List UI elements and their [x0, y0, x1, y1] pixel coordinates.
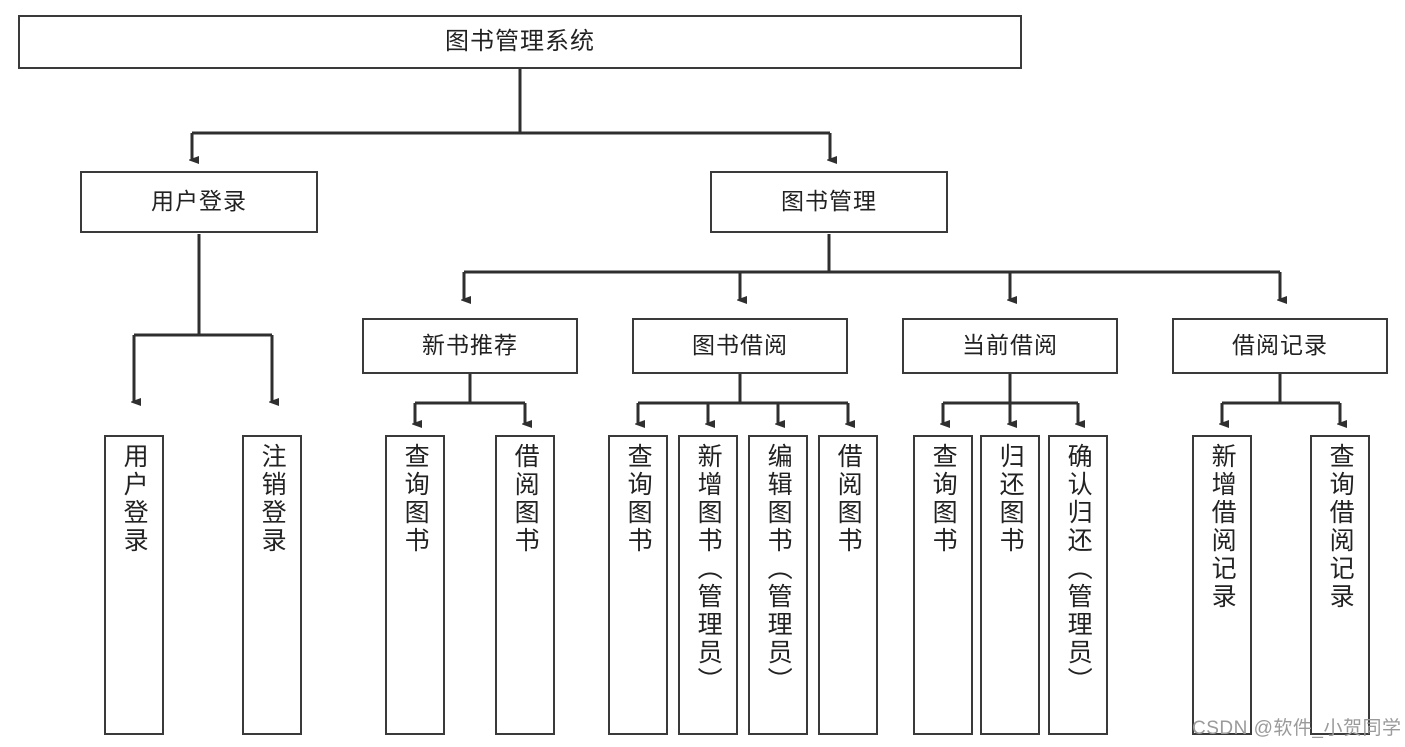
node-borrow-record[interactable]: 借阅记录: [1172, 318, 1388, 374]
node-book-borrow[interactable]: 图书借阅: [632, 318, 848, 374]
node-label: 归还图书: [996, 443, 1025, 555]
node-leaf-borrow-book-recommend[interactable]: 借阅图书: [495, 435, 555, 735]
node-label: 新书推荐: [422, 332, 518, 359]
node-label: 查询图书: [401, 443, 430, 555]
node-leaf-add-borrow-record[interactable]: 新增借阅记录: [1192, 435, 1252, 735]
node-leaf-return-book[interactable]: 归还图书: [980, 435, 1040, 735]
node-label: 图书借阅: [692, 332, 788, 359]
node-leaf-query-book-current[interactable]: 查询图书: [913, 435, 973, 735]
node-label: 新增图书（管理员）: [694, 443, 723, 695]
node-current-borrow[interactable]: 当前借阅: [902, 318, 1118, 374]
node-leaf-add-book-admin[interactable]: 新增图书（管理员）: [678, 435, 738, 735]
node-label: 当前借阅: [962, 332, 1058, 359]
node-label: 用户登录: [151, 188, 247, 215]
node-label: 新增借阅记录: [1208, 443, 1237, 611]
node-leaf-confirm-return-admin[interactable]: 确认归还（管理员）: [1048, 435, 1108, 735]
node-label: 查询图书: [624, 443, 653, 555]
node-label: 注销登录: [258, 443, 287, 555]
node-label: 借阅图书: [834, 443, 863, 555]
csdn-watermark: CSDN @软件_小贺同学: [1192, 718, 1402, 739]
node-label: 图书管理系统: [445, 27, 595, 55]
node-leaf-query-book-recommend[interactable]: 查询图书: [385, 435, 445, 735]
node-label: 借阅图书: [511, 443, 540, 555]
node-root-book-management-system[interactable]: 图书管理系统: [18, 15, 1022, 69]
node-label: 借阅记录: [1232, 332, 1328, 359]
node-leaf-query-book-borrow[interactable]: 查询图书: [608, 435, 668, 735]
node-leaf-edit-book-admin[interactable]: 编辑图书（管理员）: [748, 435, 808, 735]
node-book-management[interactable]: 图书管理: [710, 171, 948, 233]
node-leaf-logout[interactable]: 注销登录: [242, 435, 302, 735]
node-leaf-query-borrow-record[interactable]: 查询借阅记录: [1310, 435, 1370, 735]
node-leaf-borrow-book[interactable]: 借阅图书: [818, 435, 878, 735]
node-leaf-user-login[interactable]: 用户登录: [104, 435, 164, 735]
node-label: 查询借阅记录: [1326, 443, 1355, 611]
node-user-login[interactable]: 用户登录: [80, 171, 318, 233]
node-label: 图书管理: [781, 188, 877, 215]
node-label: 编辑图书（管理员）: [764, 443, 793, 695]
node-label: 确认归还（管理员）: [1064, 443, 1093, 695]
node-label: 用户登录: [120, 443, 149, 555]
node-label: 查询图书: [929, 443, 958, 555]
node-new-book-recommend[interactable]: 新书推荐: [362, 318, 578, 374]
